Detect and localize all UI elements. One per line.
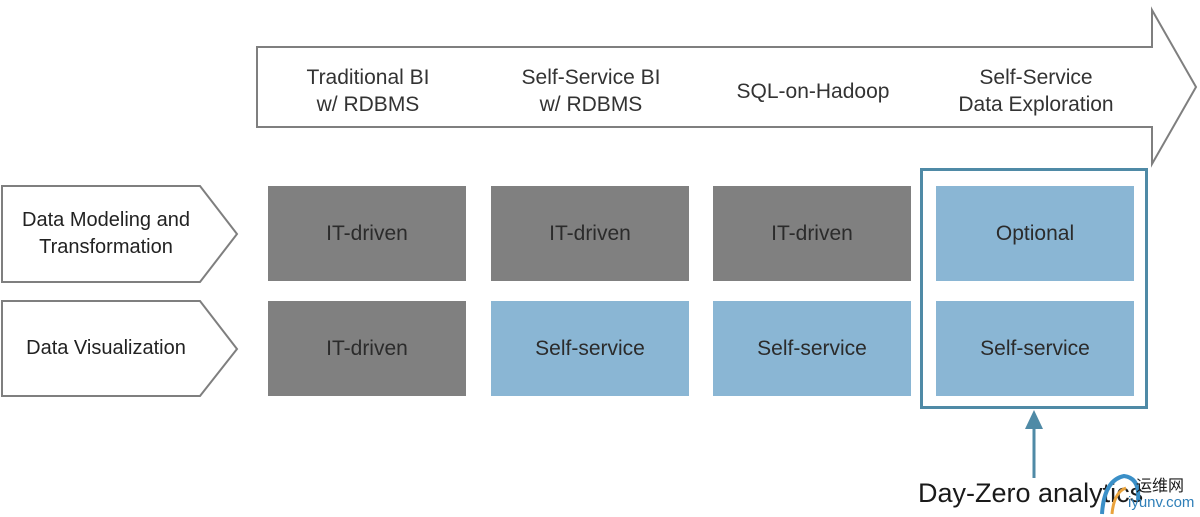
watermark-line1: 运维网 (1136, 478, 1185, 495)
annotation-arrowhead-icon (1025, 410, 1043, 429)
cell-modeling-selfservice-bi: IT-driven (491, 186, 689, 281)
cell-modeling-exploration: Optional (936, 186, 1134, 281)
row-arrow-visualization (1, 300, 239, 397)
cell-modeling-traditional: IT-driven (268, 186, 466, 281)
stage-traditional-bi: Traditional BI w/ RDBMS (306, 66, 430, 116)
watermark-line2: iyunv.com (1128, 494, 1195, 511)
cell-visualization-sql-on-hadoop: Self-service (713, 301, 911, 396)
row-label-visualization: Data Visualization (26, 337, 186, 359)
cell-visualization-traditional: IT-driven (268, 301, 466, 396)
stage-self-service-exploration: Self-Service Data Exploration (958, 66, 1114, 116)
cell-modeling-sql-on-hadoop: IT-driven (713, 186, 911, 281)
stage-self-service-bi: Self-Service BI w/ RDBMS (521, 66, 661, 116)
cell-visualization-selfservice-bi: Self-service (491, 301, 689, 396)
highlight-frame (920, 168, 1148, 409)
cell-visualization-exploration: Self-service (936, 301, 1134, 396)
row-arrow-modeling (1, 185, 239, 283)
row-label-modeling: Data Modeling and Transformation (22, 209, 190, 258)
watermark: 运维网 iyunv.com (1094, 470, 1200, 517)
timeline-arrow (256, 6, 1198, 168)
watermark-logo-icon (1100, 473, 1141, 515)
stage-sql-on-hadoop: SQL-on-Hadoop (736, 79, 890, 103)
